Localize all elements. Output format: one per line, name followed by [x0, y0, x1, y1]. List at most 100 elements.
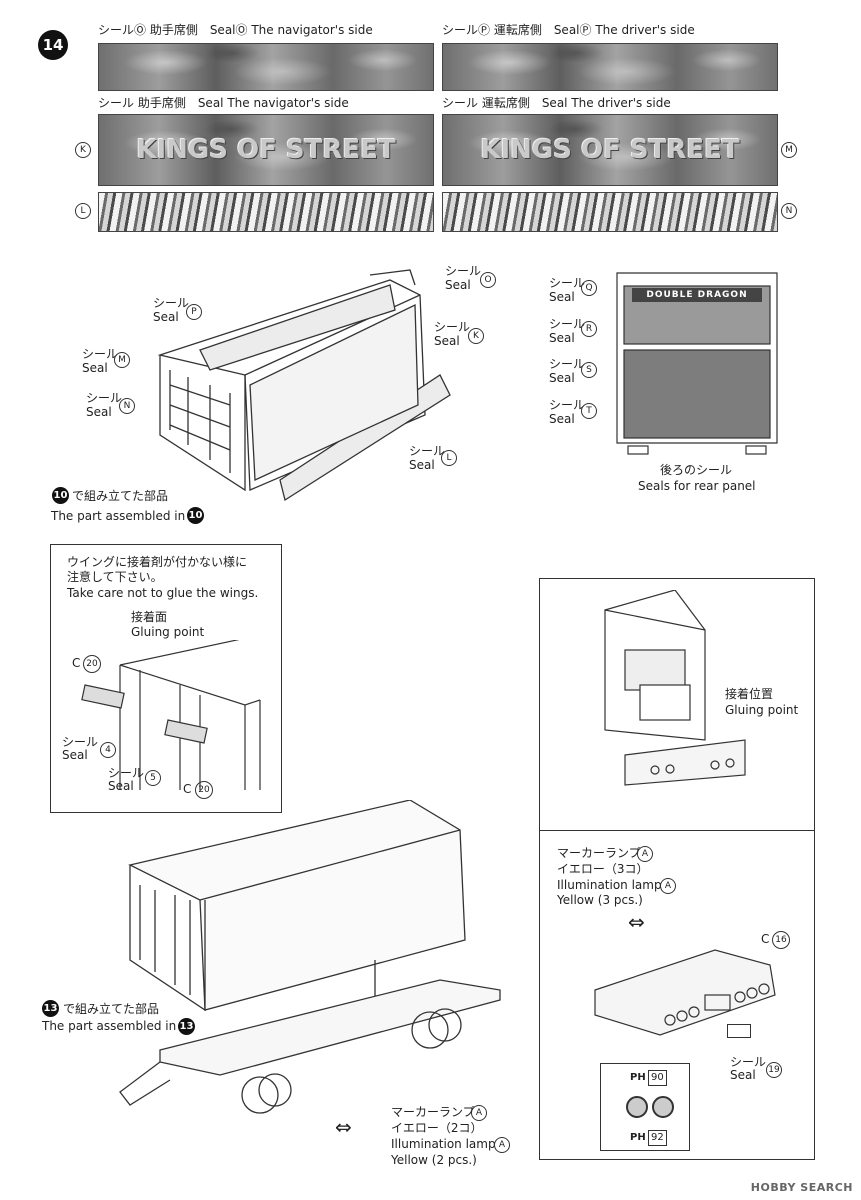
- yellow-3-en: Yellow (3 pcs.): [557, 893, 643, 907]
- seal-n-letter: N: [119, 398, 135, 414]
- seal-l-wave-strip: [98, 192, 434, 232]
- seal-o-navigator-label: シールⓄ 助手席側 SealⓄ The navigator's side: [98, 23, 373, 37]
- seal-n-callout: シール Seal: [86, 391, 123, 419]
- ph-lamp-left: [626, 1096, 648, 1118]
- ph-92-label: PH: [630, 1132, 646, 1143]
- seal-t-letter: T: [581, 403, 597, 419]
- rear-panel-diagram: [616, 272, 778, 455]
- step-number-badge: 14: [38, 30, 68, 60]
- gluing-position-jp: 接着位置: [725, 687, 774, 701]
- seal-m-letter: M: [114, 352, 130, 368]
- step-10-badge: 10: [52, 487, 69, 504]
- kings-of-street-text-left: KINGS OF STREET: [136, 135, 396, 165]
- wings-warning-panel: [50, 544, 282, 813]
- marker-lamp-2-jp: マーカーランプ: [391, 1105, 475, 1119]
- seal-p-driver-label: シールⓅ 運転席側 SealⓅ The driver's side: [442, 23, 695, 37]
- assembled-in-10-en: The part assembled in: [51, 509, 186, 523]
- rear-seal-caption-jp: 後ろのシール: [660, 463, 733, 477]
- seal-4-num: 4: [100, 742, 116, 758]
- seal-5-en: Seal: [108, 779, 134, 793]
- wings-warning-jp-2: 注意して下さい。: [67, 570, 163, 584]
- step-10-badge-en: 10: [187, 507, 204, 524]
- seal-19-en: Seal: [730, 1068, 756, 1082]
- part-c20-bottom-num: 20: [195, 781, 213, 799]
- seal-5-num: 5: [145, 770, 161, 786]
- rear-seal-caption-en: Seals for rear panel: [638, 479, 756, 493]
- part-c16-label: C: [761, 932, 770, 946]
- part-c16-num: 16: [772, 931, 790, 949]
- yellow-3-jp: イエロー（3コ）: [557, 862, 649, 876]
- seal-o-strip: [98, 43, 434, 91]
- illumination-lamp-3-en: Illumination lamp: [557, 878, 662, 892]
- ph-lamp-right: [652, 1096, 674, 1118]
- trailer-assembly-diagram: [119, 800, 501, 1114]
- part-c20-bottom-label: C: [183, 782, 192, 796]
- seal-navigator-label: シール 助手席側 Seal The navigator's side: [98, 96, 349, 110]
- seal-l-callout: シール Seal: [409, 444, 446, 472]
- seal-o-letter: O: [480, 272, 496, 288]
- seal-k-callout: シール Seal: [434, 320, 471, 348]
- double-arrow-2: ⇔: [335, 1115, 352, 1139]
- seal-n-wave-strip: [442, 192, 778, 232]
- gluing-point-jp: 接着面: [131, 610, 168, 624]
- seal-p-strip: [442, 43, 778, 91]
- wings-detail-diagram: [81, 640, 261, 790]
- hobby-search-watermark: HOBBY SEARCH: [750, 1181, 853, 1194]
- step-13-badge-en: 13: [178, 1018, 195, 1035]
- illumination-lamp-2-letter: A: [494, 1137, 510, 1153]
- seal-driver-label: シール 運転席側 Seal The driver's side: [442, 96, 671, 110]
- rear-view-diagram: [604, 590, 746, 786]
- double-arrow-3: ⇔: [628, 910, 645, 934]
- letter-n-marker: N: [781, 203, 797, 219]
- kings-of-street-text-right: KINGS OF STREET: [480, 135, 740, 165]
- assembled-in-13-jp: で組み立てた部品: [63, 1002, 160, 1016]
- seal-k-letter: K: [468, 328, 484, 344]
- detail-divider: [539, 830, 814, 831]
- ph-90-num: 90: [648, 1070, 667, 1086]
- seal-r-letter: R: [581, 321, 597, 337]
- ph-90-label: PH: [630, 1072, 646, 1083]
- yellow-2-en: Yellow (2 pcs.): [391, 1153, 477, 1167]
- seal-r-callout: シール Seal: [549, 317, 586, 345]
- yellow-2-jp: イエロー（2コ）: [391, 1121, 483, 1135]
- seal-t-callout: シール Seal: [549, 398, 586, 426]
- marker-lamp-2-letter: A: [471, 1105, 487, 1121]
- seal-o-callout: シール Seal: [445, 264, 482, 292]
- gluing-point-en: Gluing point: [131, 625, 205, 639]
- part-c20-top-label: C: [72, 656, 81, 670]
- gluing-position-en: Gluing point: [725, 703, 799, 717]
- seal-s-letter: S: [581, 362, 597, 378]
- seal-q-letter: Q: [581, 280, 597, 296]
- seal-19-box: [727, 1024, 751, 1038]
- assembled-in-10-jp: で組み立てた部品: [72, 489, 169, 503]
- seal-5-jp: シール: [108, 766, 145, 780]
- seal-s-callout: シール Seal: [549, 357, 586, 385]
- seal-m-callout: シール Seal: [82, 347, 119, 375]
- wings-warning-jp-1: ウイングに接着剤が付かない様に: [67, 555, 248, 569]
- marker-lamp-3-jp: マーカーランプ: [557, 846, 641, 860]
- letter-l-marker: L: [75, 203, 91, 219]
- marker-lamp-3-letter: A: [637, 846, 653, 862]
- seal-k-banner: KINGS OF STREET: [98, 114, 434, 186]
- seal-l-letter: L: [441, 450, 457, 466]
- double-dragon-banner: DOUBLE DRAGON: [632, 288, 762, 302]
- illumination-lamp-2-en: Illumination lamp: [391, 1137, 496, 1151]
- seal-p-letter: P: [186, 304, 202, 320]
- illumination-lamp-3-letter: A: [660, 878, 676, 894]
- ph-92-num: 92: [648, 1130, 667, 1146]
- seal-4-en: Seal: [62, 748, 88, 762]
- letter-k-marker: K: [75, 142, 91, 158]
- seal-m-banner: KINGS OF STREET: [442, 114, 778, 186]
- bumper-detail-diagram: [594, 949, 776, 1036]
- trailer-box-diagram: [157, 269, 451, 502]
- seal-q-callout: シール Seal: [549, 276, 586, 304]
- letter-m-marker: M: [781, 142, 797, 158]
- seal-19-num: 19: [766, 1062, 782, 1078]
- seal-4-jp: シール: [62, 735, 99, 749]
- step-13-badge: 13: [42, 1000, 59, 1017]
- seal-19-jp: シール: [730, 1055, 767, 1069]
- seal-p-callout: シール Seal: [153, 296, 190, 324]
- wings-warning-en: Take care not to glue the wings.: [67, 586, 259, 600]
- assembled-in-13-en: The part assembled in: [42, 1019, 177, 1033]
- part-c20-top-num: 20: [83, 655, 101, 673]
